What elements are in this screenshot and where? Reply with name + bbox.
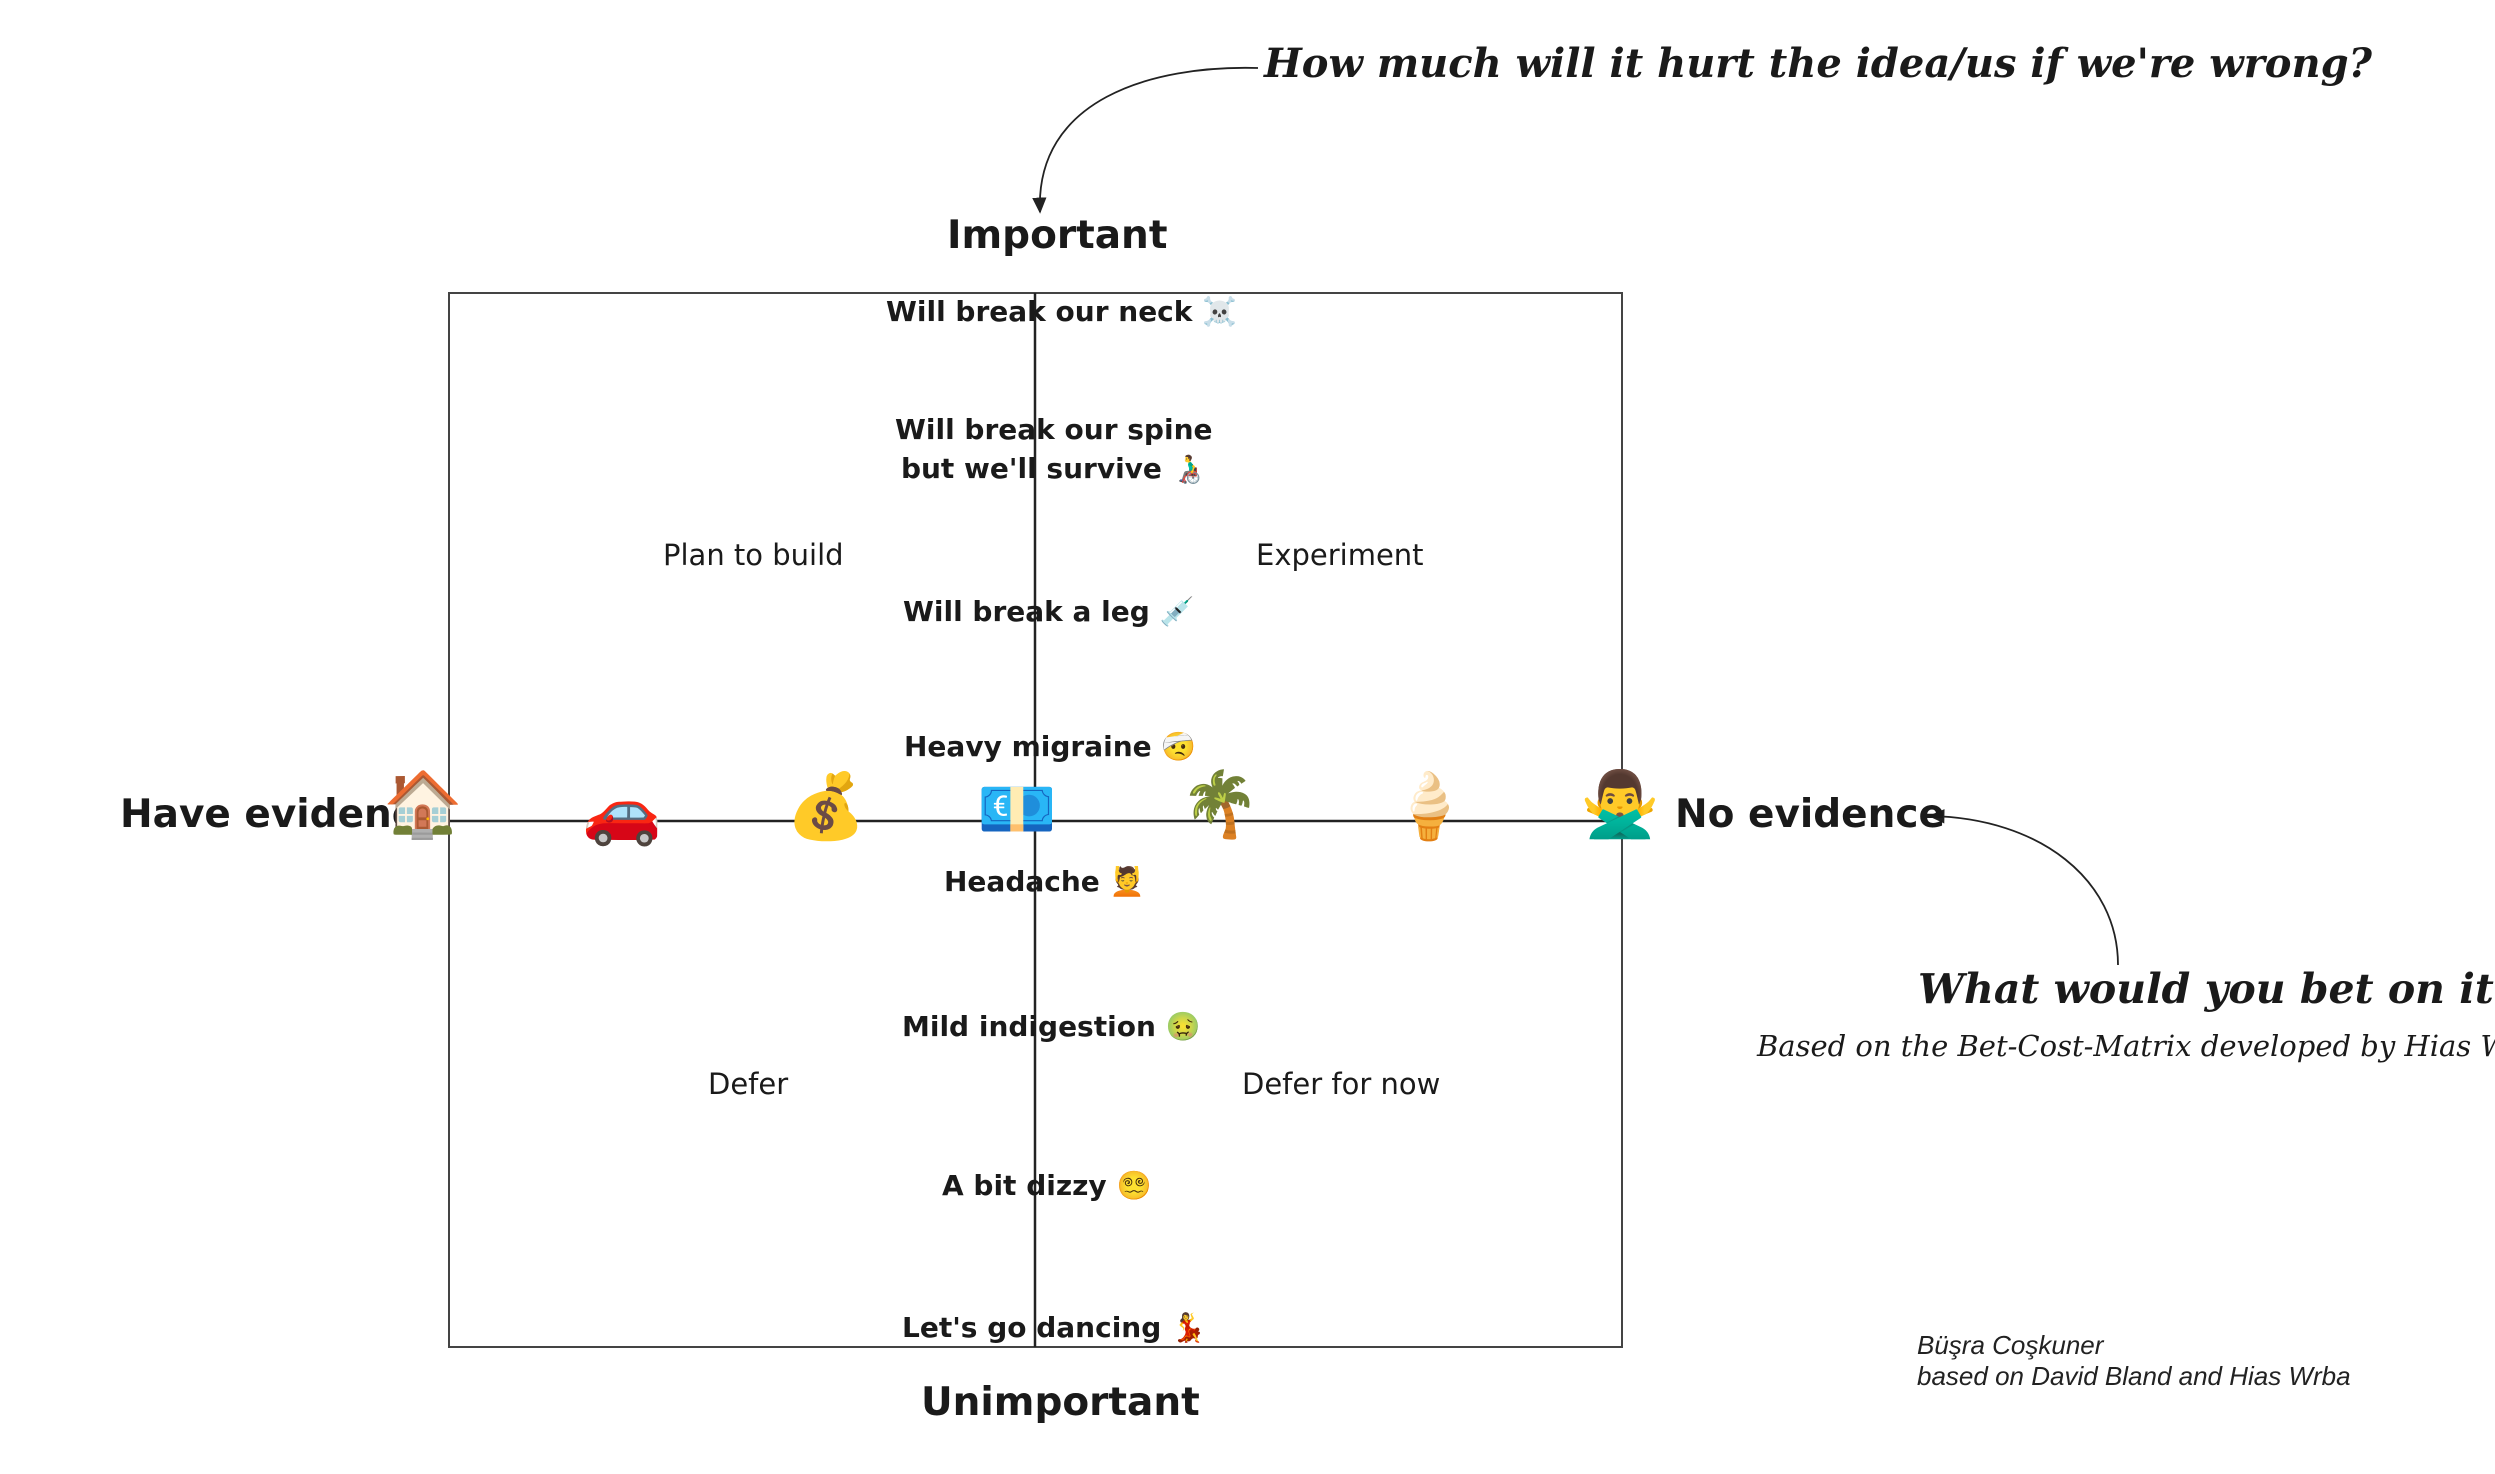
scale-label-text: Heavy migraine xyxy=(904,730,1152,763)
dizzy-face-icon: 😵‍💫 xyxy=(1116,1169,1152,1202)
scale-label-break-spine: Will break our spine but we'll survive 👨… xyxy=(895,410,1213,488)
scale-label-headache: Headache 💆 xyxy=(944,862,1144,901)
no-gesture-icon: 🙅‍♂️ xyxy=(1580,768,1660,842)
scale-label-break-neck: Will break our neck ☠️ xyxy=(886,292,1237,331)
scale-label-break-leg: Will break a leg 💉 xyxy=(903,592,1194,631)
scale-label-text: Mild indigestion xyxy=(902,1010,1156,1043)
credit-author: Büşra Coşkuner xyxy=(1917,1330,2104,1360)
dancer-icon: 💃 xyxy=(1171,1311,1206,1344)
axis-title-no-evidence: No evidence xyxy=(1675,792,1945,837)
axis-title-important: Important xyxy=(947,213,1168,258)
quadrant-label-defer-for-now: Defer for now xyxy=(1242,1067,1441,1101)
scale-label-text: Headache xyxy=(944,865,1100,898)
head-bandage-icon: 🤕 xyxy=(1161,730,1197,763)
credit-block: Büşra Coşkuner based on David Bland and … xyxy=(1917,1330,2351,1392)
axis-title-have-evidence: Have evidence xyxy=(120,792,442,837)
scale-label-text: but we'll survive xyxy=(900,452,1162,486)
house-icon: 🏠 xyxy=(383,768,463,842)
scale-label-text: Will break our spine xyxy=(895,413,1213,446)
nauseated-face-icon: 🤢 xyxy=(1165,1010,1201,1043)
head-massage-icon: 💆 xyxy=(1109,865,1145,898)
top-question-annotation: How much will it hurt the idea/us if we'… xyxy=(1264,40,2372,87)
scale-label-lets-go-dancing: Let's go dancing 💃 xyxy=(902,1308,1206,1347)
scale-label-text: Will break our neck xyxy=(886,295,1193,328)
euro-banknote-icon: 💶 xyxy=(977,773,1057,847)
syringe-icon: 💉 xyxy=(1159,595,1195,628)
quadrant-label-experiment: Experiment xyxy=(1256,538,1424,572)
scale-label-heavy-migraine: Heavy migraine 🤕 xyxy=(904,727,1196,766)
right-curved-arrow xyxy=(1928,809,2119,966)
wheelchair-icon: 👨‍🦽 xyxy=(1171,452,1207,486)
skull-icon: ☠️ xyxy=(1202,295,1238,328)
palm-tree-icon: 🌴 xyxy=(1180,768,1260,842)
scale-label-text: A bit dizzy xyxy=(942,1169,1107,1202)
bet-question-annotation: What would you bet on it? xyxy=(1918,965,2495,1013)
scale-label-mild-indigestion: Mild indigestion 🤢 xyxy=(902,1007,1201,1046)
credit-attribution: based on David Bland and Hias Wrba xyxy=(1917,1361,2351,1392)
quadrant-label-plan-to-build: Plan to build xyxy=(663,538,844,572)
money-bag-icon: 💰 xyxy=(786,770,866,844)
ice-cream-icon: 🍦 xyxy=(1389,770,1469,844)
quadrant-label-defer: Defer xyxy=(708,1067,789,1101)
top-curved-arrow xyxy=(1032,66,1259,214)
bet-cost-matrix-subtitle: Based on the Bet-Cost-Matrix developed b… xyxy=(1757,1029,2495,1063)
car-icon: 🚗 xyxy=(582,775,662,849)
scale-label-bit-dizzy: A bit dizzy 😵‍💫 xyxy=(942,1166,1151,1205)
scale-label-text: Will break a leg xyxy=(903,595,1150,628)
axis-title-unimportant: Unimportant xyxy=(921,1380,1200,1425)
scale-label-text: Let's go dancing xyxy=(902,1311,1162,1344)
